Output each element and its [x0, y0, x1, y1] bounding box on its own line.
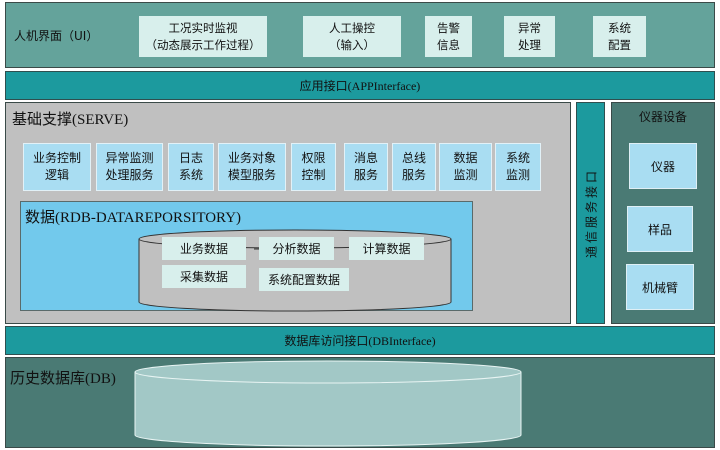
- rdb-title: 数据(RDB-DATAREPORSITORY): [25, 210, 242, 226]
- ui-layer-title: 人机界面（UI）: [14, 29, 99, 43]
- equipment-robot-arm: 机械臂: [626, 264, 694, 310]
- service-message: 消息 服务: [344, 143, 388, 191]
- service-permission-control: 权限 控制: [291, 143, 336, 191]
- ui-box-exception-handling: 异常 处理: [504, 16, 555, 57]
- service-system-monitor: 系统 监测: [495, 143, 541, 191]
- serve-layer: 基础支撑(SERVE) 业务控制 逻辑 异常监测 处理服务 日志 系统 业务对象…: [5, 102, 571, 324]
- rdb-data-repository: 数据(RDB-DATAREPORSITORY) 业务数据 分析数据 计算数据 采…: [20, 201, 473, 312]
- rdb-item-collected-data: 采集数据: [162, 265, 246, 288]
- comm-interface-bar: 通信服务接口: [576, 102, 605, 324]
- app-interface-bar: 应用接口(APPInterface): [5, 71, 715, 100]
- rdb-item-analysis-data: 分析数据: [259, 237, 334, 260]
- history-db-layer: 历史数据库(DB): [5, 357, 715, 448]
- serve-layer-title: 基础支撑(SERVE): [12, 112, 129, 128]
- service-log-system: 日志 系统: [168, 143, 214, 191]
- rdb-item-system-config-data: 系统配置数据: [259, 268, 349, 291]
- equipment-instrument: 仪器: [629, 143, 697, 189]
- equipment-sample: 样品: [627, 206, 693, 252]
- ui-box-realtime-monitor: 工况实时监视 （动态展示工作过程）: [139, 16, 267, 57]
- service-bus: 总线 服务: [392, 143, 436, 191]
- app-interface-label: 应用接口(APPInterface): [299, 79, 421, 93]
- history-db-cylinder-icon: [134, 360, 522, 447]
- db-interface-label: 数据库访问接口(DBInterface): [284, 334, 436, 348]
- service-business-object-model: 业务对象 模型服务: [218, 143, 286, 191]
- equipment-layer: 仪器设备 仪器 样品 机械臂: [611, 102, 715, 324]
- ui-box-manual-control: 人工操控 （输入）: [303, 16, 401, 57]
- db-interface-bar: 数据库访问接口(DBInterface): [5, 326, 715, 355]
- history-db-title: 历史数据库(DB): [10, 371, 116, 387]
- ui-box-system-config: 系统 配置: [593, 16, 646, 57]
- comm-interface-label: 通信服务接口: [584, 167, 598, 259]
- service-business-control: 业务控制 逻辑: [23, 143, 91, 191]
- service-data-monitor: 数据 监测: [439, 143, 492, 191]
- service-exception-monitor: 异常监测 处理服务: [96, 143, 163, 191]
- rdb-item-computation-data: 计算数据: [349, 237, 424, 260]
- ui-box-alarm-info: 告警 信息: [425, 16, 472, 57]
- ui-layer: 人机界面（UI） 工况实时监视 （动态展示工作过程） 人工操控 （输入） 告警 …: [5, 2, 715, 68]
- rdb-item-business-data: 业务数据: [162, 237, 246, 260]
- equipment-title: 仪器设备: [638, 110, 687, 124]
